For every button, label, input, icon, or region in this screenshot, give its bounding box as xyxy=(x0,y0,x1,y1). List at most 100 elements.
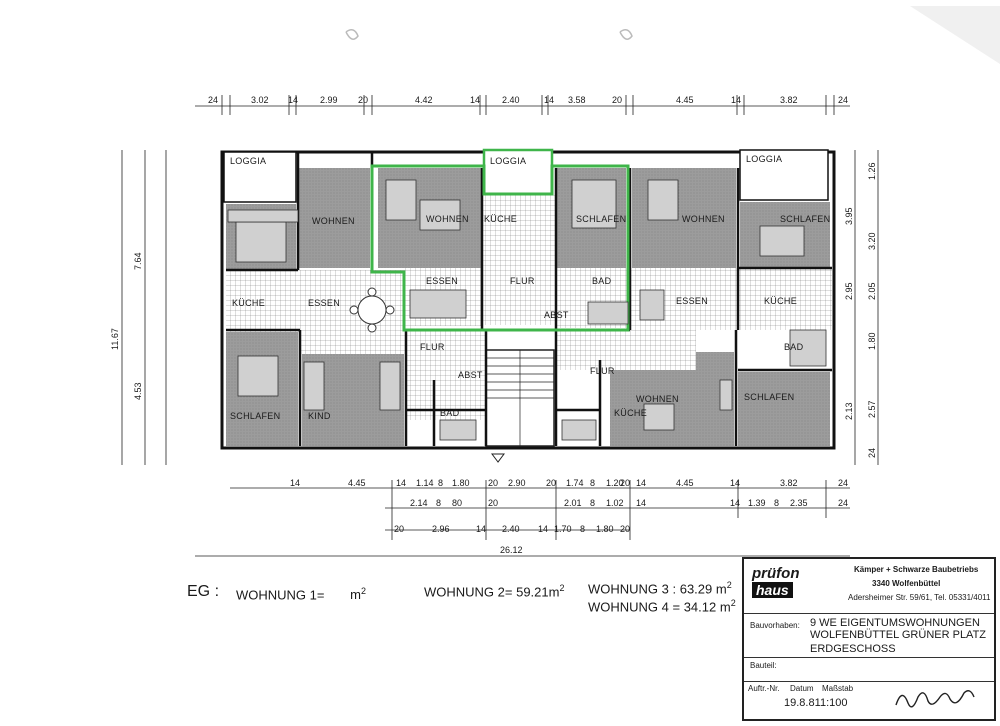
room-loggia-left: LOGGIA xyxy=(230,156,266,166)
wohnung-2-label: WOHNUNG 2= 59.21m xyxy=(424,584,560,600)
dim-b2-3: 20 xyxy=(488,498,498,508)
entrance-marker xyxy=(491,453,505,463)
dim-top-14: 24 xyxy=(838,95,848,105)
room-schlafen-2: SCHLAFEN xyxy=(780,214,830,224)
room-abst-1: ABST xyxy=(544,310,569,320)
side-dimension-lines xyxy=(121,150,879,465)
bauvorhaben-line-2: WOLFENBÜTTEL GRÜNER PLATZ xyxy=(810,629,987,641)
room-wohnen-2: WOHNEN xyxy=(426,214,469,224)
dim-top-2: 14 xyxy=(288,95,298,105)
signature xyxy=(894,685,984,713)
room-essen-3: ESSEN xyxy=(676,296,708,306)
dim-b1-6: 20 xyxy=(488,478,498,488)
label-bauteil: Bauteil: xyxy=(750,661,777,670)
title-block: prüfon haus Kämper + Schwarze Baubetrieb… xyxy=(742,557,996,721)
dim-top-10: 20 xyxy=(612,95,622,105)
wohnung-2-sq: 2 xyxy=(559,583,565,593)
wohnung-4-label: WOHNUNG 4 = 34.12 m xyxy=(588,599,731,615)
dim-total: 26.12 xyxy=(500,545,523,555)
room-essen-2: ESSEN xyxy=(426,276,458,286)
brand-line-2: haus xyxy=(752,582,793,598)
dining-tables xyxy=(349,287,395,333)
room-kueche-3: KÜCHE xyxy=(764,296,797,306)
dim-left-2: 4.53 xyxy=(133,382,143,400)
dim-top-5: 4.42 xyxy=(415,95,433,105)
dim-top-6: 14 xyxy=(470,95,480,105)
dim-b2-2: 80 xyxy=(452,498,462,508)
room-essen-1: ESSEN xyxy=(308,298,340,308)
dim-right-2: 3.20 xyxy=(867,232,877,250)
room-flur-3: FLUR xyxy=(590,366,615,376)
dim-b2-4: 2.01 xyxy=(564,498,582,508)
dim-b1-5: 1.80 xyxy=(452,478,470,488)
wohnung-1-area: WOHNUNG 1= m2 xyxy=(236,586,366,602)
brand-line-1: prüfon xyxy=(752,565,800,582)
dim-top-13: 3.82 xyxy=(780,95,798,105)
dim-b2-8: 14 xyxy=(730,498,740,508)
dim-left-1: 7.64 xyxy=(133,252,143,270)
dim-b1-7: 2.90 xyxy=(508,478,526,488)
dim-b2-12: 24 xyxy=(838,498,848,508)
dim-right-7: 2.13 xyxy=(844,402,854,420)
dim-b3-5: 1.70 xyxy=(554,524,572,534)
dim-left-0: 11.67 xyxy=(110,328,120,350)
room-wohnen-3: WOHNEN xyxy=(682,214,725,224)
firm-name: Kämper + Schwarze Baubetriebs xyxy=(854,565,978,574)
wohnung-1-sq: 2 xyxy=(360,586,366,596)
dim-right-6: 2.57 xyxy=(867,400,877,418)
dim-b2-11: 2.35 xyxy=(790,498,808,508)
room-kueche-4: KÜCHE xyxy=(614,408,647,418)
dim-b1-17: 24 xyxy=(838,478,848,488)
room-bad-1: BAD xyxy=(440,408,460,418)
room-schlafen-3: SCHLAFEN xyxy=(230,411,280,421)
dim-b1-12: 20 xyxy=(620,478,630,488)
firm-sub-label: Baubetriebs xyxy=(932,565,979,574)
dim-right-5: 1.80 xyxy=(867,332,877,350)
bottom-dimension-labels: 14 4.45 14 1.14 8 1.80 20 2.90 20 1.74 8… xyxy=(290,478,848,555)
dim-b3-3: 2.40 xyxy=(502,524,520,534)
side-dimension-labels: 11.67 7.64 4.53 1.26 3.95 3.20 2.95 2.05… xyxy=(110,162,877,458)
room-labels: LOGGIA LOGGIA LOGGIA WOHNEN WOHNEN WOHNE… xyxy=(230,154,830,421)
dim-b1-0: 14 xyxy=(290,478,300,488)
dim-b2-5: 8 xyxy=(590,498,595,508)
room-wohnen-4: WOHNEN xyxy=(636,394,679,404)
room-kueche-2: KÜCHE xyxy=(484,214,517,224)
label-massstab: Maßstab xyxy=(822,684,854,693)
wohnung-3-area: WOHNUNG 3 : 63.29 m2 xyxy=(588,580,732,596)
firm-city: 3340 Wolfenbüttel xyxy=(872,579,941,588)
dim-b3-1: 2.96 xyxy=(432,524,450,534)
dim-b1-8: 20 xyxy=(546,478,556,488)
loggia-right-area xyxy=(739,149,829,201)
room-kueche-1: KÜCHE xyxy=(232,298,265,308)
dim-top-11: 4.45 xyxy=(676,95,694,105)
room-wohnen-1: WOHNEN xyxy=(312,216,355,226)
dim-top-0: 24 xyxy=(208,95,218,105)
dim-right-3: 2.95 xyxy=(844,282,854,300)
wohnung-4-area: WOHNUNG 4 = 34.12 m2 xyxy=(588,598,736,614)
dim-b3-8: 20 xyxy=(620,524,630,534)
wohnung-1-label: WOHNUNG 1= xyxy=(236,587,325,603)
dim-right-4: 2.05 xyxy=(867,282,877,300)
dim-b3-0: 20 xyxy=(394,524,404,534)
furniture xyxy=(227,179,827,441)
room-loggia-right: LOGGIA xyxy=(746,154,782,164)
top-dimension-chain xyxy=(195,95,850,115)
bauvorhaben-line-1: 9 WE EIGENTUMSWOHNUNGEN xyxy=(810,617,980,629)
room-flur-1: FLUR xyxy=(420,342,445,352)
top-dimension-labels: 24 3.02 14 2.99 20 4.42 14 2.40 14 3.58 … xyxy=(208,95,848,105)
wohnung-3-label: WOHNUNG 3 : 63.29 m xyxy=(588,581,727,597)
dim-b1-14: 4.45 xyxy=(676,478,694,488)
dim-b2-6: 1.02 xyxy=(606,498,624,508)
dim-b1-13: 14 xyxy=(636,478,646,488)
dim-b3-2: 14 xyxy=(476,524,486,534)
dim-top-4: 20 xyxy=(358,95,368,105)
room-bad-2: BAD xyxy=(592,276,612,286)
wohnung-3-sq: 2 xyxy=(726,580,732,590)
dim-b1-11: 1.20 xyxy=(606,478,624,488)
label-datum: Datum xyxy=(790,684,814,693)
dim-b3-6: 8 xyxy=(580,524,585,534)
room-schlafen-4: SCHLAFEN xyxy=(744,392,794,402)
punch-holes xyxy=(345,29,633,40)
label-auftr: Auftr.-Nr. xyxy=(748,684,780,693)
